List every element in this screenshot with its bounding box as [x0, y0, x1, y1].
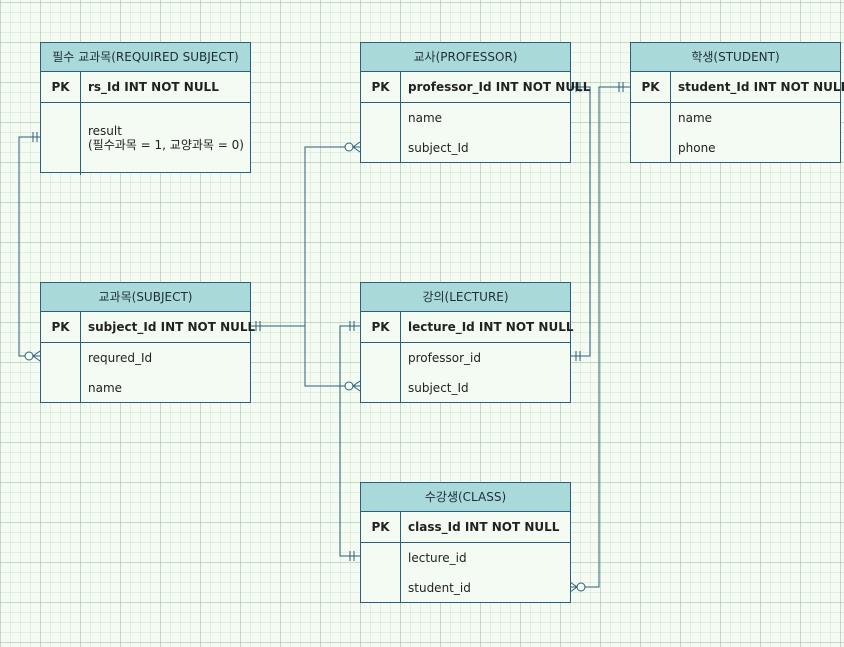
field-row[interactable]: student_id — [361, 573, 570, 603]
pk-label: PK — [41, 72, 81, 102]
pk-label: PK — [361, 512, 401, 542]
field-student-id: student_id — [408, 581, 471, 595]
key-cell — [361, 133, 401, 163]
key-cell — [631, 133, 671, 163]
field-lecture-id: lecture_id — [408, 551, 467, 565]
crowfoot-subject — [32, 350, 41, 362]
field-phone: phone — [678, 141, 716, 155]
key-cell — [361, 373, 401, 403]
field-professor-id: professor_id — [408, 351, 481, 365]
pk-row[interactable]: PK class_Id INT NOT NULL — [361, 512, 570, 543]
field-row[interactable]: name — [41, 373, 250, 403]
circle-subject — [24, 351, 34, 361]
crowfoot-lecture — [352, 380, 361, 392]
field-professor-id: professor_Id INT NOT NULL — [408, 80, 591, 94]
field-row[interactable]: lecture_id — [361, 543, 570, 573]
entity-subject[interactable]: 교과목(SUBJECT) PK subject_Id INT NOT NULL … — [40, 282, 256, 403]
rel-subject-to-professor — [250, 146, 360, 327]
field-row[interactable]: subject_Id — [361, 133, 570, 163]
field-requred-id: requred_Id — [88, 351, 153, 365]
rel-student-to-class — [570, 86, 630, 588]
crowfoot-professor — [352, 141, 361, 153]
pk-row[interactable]: PK rs_Id INT NOT NULL — [41, 72, 250, 103]
entity-class[interactable]: 수강생(CLASS) PK class_Id INT NOT NULL lect… — [360, 482, 571, 603]
field-row[interactable]: phone — [631, 133, 840, 163]
entity-title: 교과목(SUBJECT) — [41, 283, 250, 312]
field-subject-id: subject_Id — [408, 381, 469, 395]
field-lecture-id: lecture_Id INT NOT NULL — [408, 320, 574, 334]
pk-label: PK — [361, 312, 401, 342]
entity-title: 수강생(CLASS) — [361, 483, 570, 512]
circle-professor — [344, 142, 354, 152]
entity-professor[interactable]: 교사(PROFESSOR) PK professor_Id INT NOT NU… — [360, 42, 591, 163]
one-marker-class-lecture — [349, 551, 355, 561]
field-row[interactable]: name — [361, 103, 570, 133]
one-marker-required-subject — [32, 132, 38, 142]
entity-required-subject[interactable]: 필수 교과목(REQUIRED SUBJECT) PK rs_Id INT NO… — [40, 42, 251, 175]
field-student-id: student_Id INT NOT NULL — [678, 80, 844, 94]
field-class-id: class_Id INT NOT NULL — [408, 520, 560, 534]
rel-lecture-to-class — [339, 325, 360, 557]
one-marker-lecture-professor — [575, 351, 581, 361]
field-name: name — [88, 381, 123, 395]
field-rs-id: rs_Id INT NOT NULL — [88, 80, 219, 94]
key-cell — [361, 343, 401, 373]
field-result: result (필수과목 = 1, 교양과목 = 0) — [88, 124, 244, 152]
entity-title: 학생(STUDENT) — [631, 43, 840, 72]
field-row[interactable]: professor_id — [361, 343, 570, 373]
key-cell — [361, 103, 401, 133]
field-row[interactable]: requred_Id — [41, 343, 250, 373]
rel-subject-to-lecture — [304, 326, 360, 387]
pk-row[interactable]: PK professor_Id INT NOT NULL — [361, 72, 591, 103]
field-result-line1: result — [88, 124, 122, 138]
field-name: name — [678, 111, 713, 125]
rel-professor-to-lecture — [570, 86, 591, 357]
field-name: name — [408, 111, 443, 125]
field-subject-id: subject_Id INT NOT NULL — [88, 320, 256, 334]
field-subject-id: subject_Id — [408, 141, 469, 155]
rel-required-subject-to-subject — [18, 136, 40, 357]
pk-label: PK — [361, 72, 401, 102]
pk-label: PK — [41, 312, 81, 342]
pk-label: PK — [631, 72, 671, 102]
key-cell — [41, 373, 81, 403]
crowfoot-class — [569, 581, 578, 593]
pk-row[interactable]: PK lecture_Id INT NOT NULL — [361, 312, 574, 343]
one-marker-student — [618, 82, 624, 92]
field-result-line2: (필수과목 = 1, 교양과목 = 0) — [88, 138, 244, 152]
entity-lecture[interactable]: 강의(LECTURE) PK lecture_Id INT NOT NULL p… — [360, 282, 574, 403]
pk-row[interactable]: PK subject_Id INT NOT NULL — [41, 312, 256, 343]
key-cell — [361, 543, 401, 573]
key-cell — [41, 343, 81, 373]
entity-title: 필수 교과목(REQUIRED SUBJECT) — [41, 43, 250, 72]
pk-row[interactable]: PK student_Id INT NOT NULL — [631, 72, 844, 103]
key-cell — [41, 103, 81, 175]
one-marker-lecture — [349, 321, 355, 331]
one-marker-professor — [575, 82, 581, 92]
field-row[interactable]: name — [631, 103, 840, 133]
key-cell — [631, 103, 671, 133]
entity-student[interactable]: 학생(STUDENT) PK student_Id INT NOT NULL n… — [630, 42, 844, 163]
field-row[interactable]: result (필수과목 = 1, 교양과목 = 0) — [41, 103, 250, 175]
circle-lecture — [344, 381, 354, 391]
entity-title: 교사(PROFESSOR) — [361, 43, 570, 72]
field-row[interactable]: subject_Id — [361, 373, 570, 403]
key-cell — [361, 573, 401, 603]
one-marker-subject — [255, 321, 261, 331]
circle-class — [576, 582, 586, 592]
entity-title: 강의(LECTURE) — [361, 283, 570, 312]
